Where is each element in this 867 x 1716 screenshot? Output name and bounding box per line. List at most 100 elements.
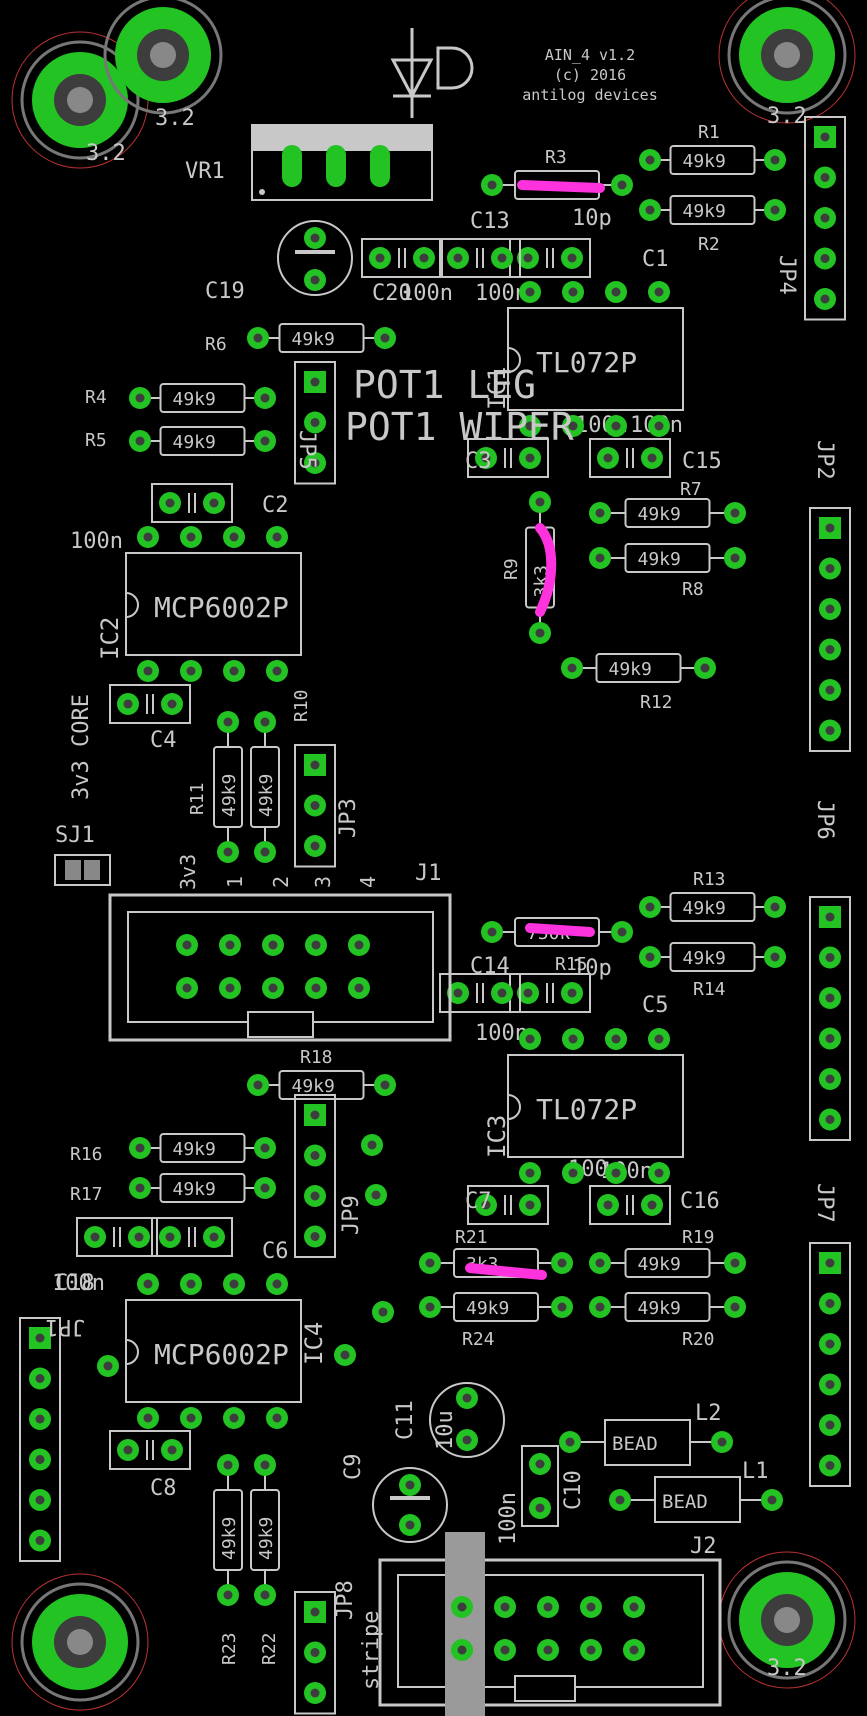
resistor-value: 49k9 — [173, 1139, 216, 1160]
pad — [551, 1296, 573, 1318]
capacitor-ref: C2 — [262, 493, 289, 518]
pad — [413, 247, 435, 269]
resistor-ref: R13 — [693, 869, 726, 890]
pad — [161, 1439, 183, 1461]
resistor-value: 49k9 — [466, 1298, 509, 1319]
pad — [159, 1226, 181, 1248]
pad — [519, 1028, 541, 1050]
capacitor-ref: C18 — [55, 1271, 95, 1296]
ic-ref: IC2 — [96, 617, 124, 660]
pad — [819, 1027, 841, 1050]
pad — [129, 430, 151, 452]
capacitor — [361, 238, 443, 278]
pad — [374, 1074, 396, 1096]
pad — [623, 1639, 645, 1661]
capacitor — [509, 238, 591, 278]
pad — [29, 1489, 51, 1511]
pad — [369, 247, 391, 269]
header-label: JP7 — [812, 1183, 837, 1223]
pad — [419, 1296, 441, 1318]
header-label: JP8 — [333, 1580, 358, 1620]
pad — [819, 598, 841, 620]
stripe-label: stripe — [359, 1611, 384, 1690]
j2-connector: J2 — [378, 1532, 722, 1716]
resistor-value: 49k9 — [683, 151, 726, 172]
ic-value: TL072P — [536, 346, 637, 379]
capacitor-label-group: C8 — [150, 1476, 177, 1501]
pad — [519, 1194, 541, 1216]
pad — [819, 557, 841, 580]
resistor-value: 49k9 — [219, 1517, 240, 1560]
pad — [254, 711, 276, 733]
pad — [639, 896, 661, 918]
resistor-value: 49k9 — [173, 389, 216, 410]
pad — [562, 281, 584, 303]
pad — [304, 1225, 326, 1248]
pad — [605, 415, 627, 437]
electrolytic-caps — [277, 220, 505, 1543]
resistor-ref: R20 — [682, 1329, 715, 1350]
pad — [819, 679, 841, 701]
pad — [217, 711, 239, 733]
capacitor-label-group: C18 — [55, 1271, 95, 1296]
pin-header: JP9 — [294, 1094, 364, 1258]
resistor-ref: R23 — [219, 1632, 240, 1665]
pad — [266, 1273, 288, 1295]
sj1-jumper: SJ1 — [54, 823, 111, 886]
resistor-value: 49k9 — [292, 1076, 335, 1097]
pad — [537, 1596, 559, 1618]
resistor: 49k9 R13 — [639, 869, 786, 922]
capacitor — [589, 438, 671, 478]
pad — [648, 281, 670, 303]
mounting-holes: 3.2 3.2 3.2 3.2 — [11, 0, 856, 1711]
pad — [819, 1292, 841, 1315]
pad — [254, 1584, 276, 1606]
pad — [814, 288, 836, 310]
capacitor-ref: C16 — [680, 1189, 720, 1214]
pad — [304, 754, 326, 776]
capacitor — [467, 1185, 549, 1225]
pad — [117, 1439, 139, 1461]
pad — [117, 693, 139, 715]
pad — [266, 1407, 288, 1429]
resistor-ref: R12 — [640, 692, 673, 713]
pad — [217, 841, 239, 863]
resistor-value: 49k9 — [683, 898, 726, 919]
resistor-ref: R6 — [205, 334, 227, 355]
pad — [724, 547, 746, 569]
pad — [529, 1497, 551, 1519]
mounting-hole-label: 3.2 — [767, 1656, 807, 1681]
pad — [304, 371, 326, 393]
capacitor — [109, 684, 191, 724]
j1-pin-4: 4 — [356, 876, 380, 888]
pad — [304, 794, 326, 817]
pad — [724, 502, 746, 524]
capacitor-ref: C14 — [470, 954, 510, 979]
capacitor-layer: C110pC2100nC3100nC4C510pC6100nC7100nC8C9… — [52, 206, 722, 1545]
pad — [223, 660, 245, 682]
pad — [819, 1068, 841, 1090]
pad — [247, 1074, 269, 1096]
resistor-ref: R17 — [70, 1184, 103, 1205]
pad — [481, 174, 503, 196]
resistor-ref: R21 — [455, 1227, 488, 1248]
capacitor-value: 10p — [572, 206, 612, 231]
capacitor — [76, 1217, 158, 1257]
pad — [266, 660, 288, 682]
pad — [529, 1453, 551, 1475]
pad — [223, 1407, 245, 1429]
pad — [819, 1108, 841, 1131]
pad — [176, 934, 198, 956]
pad — [254, 430, 276, 452]
